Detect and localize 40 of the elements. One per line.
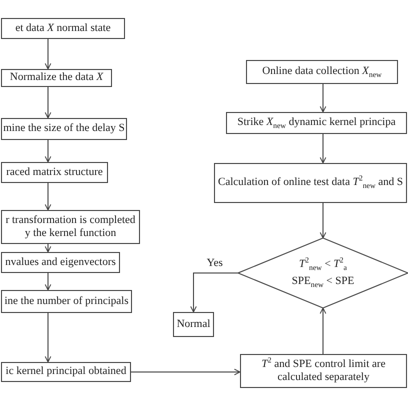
arrow [44, 86, 52, 118]
arrow [320, 308, 326, 354]
process-box [226, 112, 407, 134]
step-text: Normalize the data X [10, 71, 104, 85]
step-text: Normal [176, 318, 210, 332]
arrow [44, 272, 52, 290]
step-text: Strike X$_{new}$ dynamic kernel principa [237, 116, 396, 130]
process-box [246, 60, 398, 84]
process-box [1, 290, 132, 313]
step-text: Online data collection X$_{new}$ [262, 65, 382, 79]
process-box [1, 162, 108, 183]
arrow [320, 202, 326, 238]
edge-label: Yes [206, 257, 224, 269]
step-text: ine the number of principals [4, 294, 129, 308]
arrow [320, 84, 326, 112]
arrow [190, 272, 238, 312]
step-text: et data X normal state [15, 22, 111, 36]
step-text: raced matrix structure [6, 166, 103, 180]
step-text: ic kernel principal obtained [6, 365, 126, 379]
arrow [130, 368, 240, 376]
process-box [1, 252, 120, 273]
process-box [240, 354, 407, 388]
step-text: Calculation of online test data T$^{2}$$_{new}$ and S [218, 176, 403, 190]
process-box [1, 118, 127, 140]
step-text: T$^{2}$ and SPE control limit are calculated separately [260, 358, 386, 384]
arrow [44, 140, 52, 162]
arrow [320, 134, 326, 164]
step-text: nvalues and eigenvectors [5, 256, 116, 270]
arrow [44, 244, 52, 252]
step-text: SPE$_{new}$ < SPE [292, 275, 354, 288]
process-box [1, 362, 131, 382]
process-box [214, 163, 407, 203]
step-text: r transformation is completed y the kernel function [4, 214, 136, 240]
arrow [44, 38, 52, 70]
process-box [1, 69, 112, 87]
process-box [173, 312, 214, 337]
arrow [44, 182, 52, 210]
arrow [44, 312, 52, 362]
process-box [1, 18, 125, 39]
step-text: mine the size of the delay S [3, 122, 125, 136]
